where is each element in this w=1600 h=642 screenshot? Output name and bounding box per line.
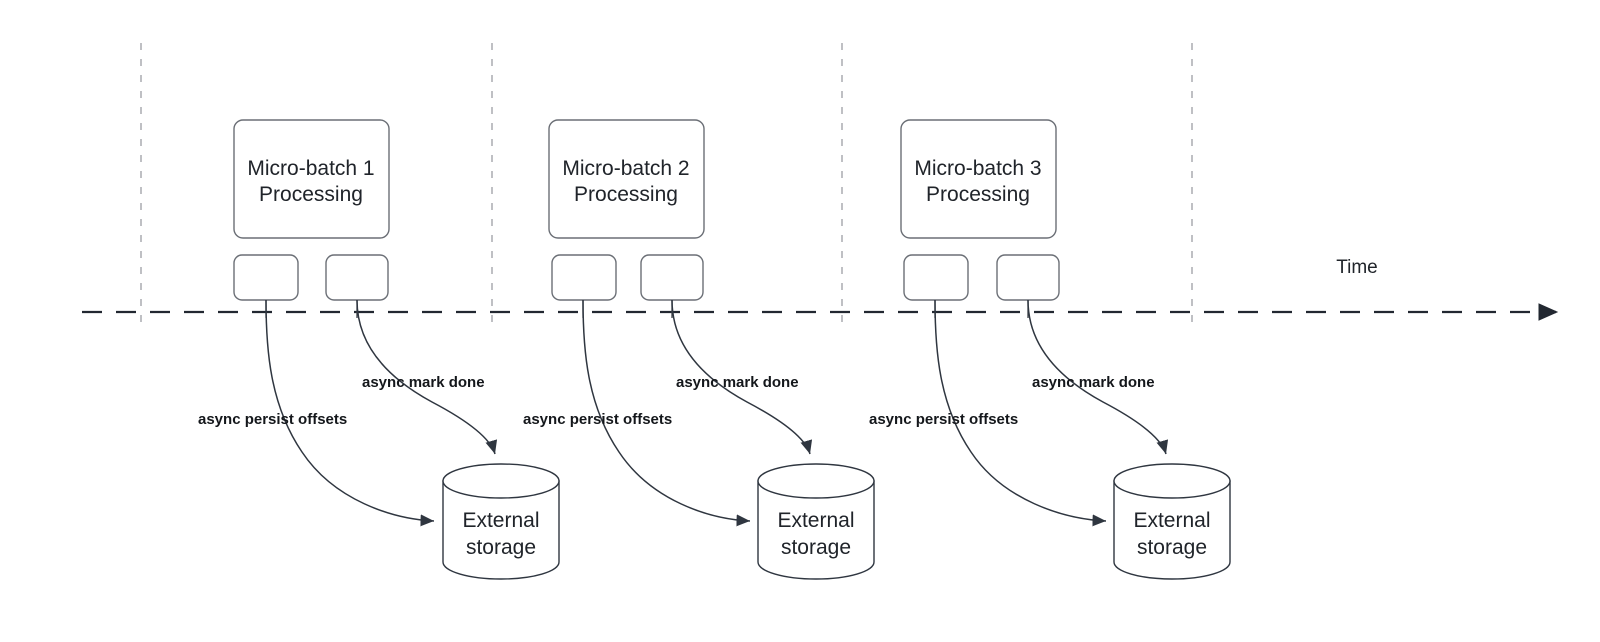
mark-done-curve-3 [1027,299,1169,455]
task-box-1-mark-done[interactable] [325,254,389,301]
micro-batch-box-1-label-line1: Micro-batch 1 [247,157,374,180]
cylinder-3-label-line2: storage [1137,536,1207,559]
persist-offsets-label-1: async persist offsets [198,411,347,428]
cylinder-1-body [442,480,560,580]
time-axis-label: Time [1336,257,1378,278]
task-box-2-mark-done[interactable] [640,254,704,301]
micro-batch-box-3-label-line2: Processing [926,183,1030,206]
micro-batch-group-1: Micro-batch 1 Processing async persist o… [198,119,560,580]
micro-batch-box-2-label-line1: Micro-batch 2 [562,157,689,180]
mark-done-curve-1 [356,299,498,455]
task-box-2-persist[interactable] [551,254,617,301]
cylinder-2-label-line2: storage [781,536,851,559]
cylinder-1-top [442,463,560,499]
persist-offsets-curve-1 [265,299,435,527]
cylinder-3-top [1113,463,1231,499]
micro-batch-box-1-label-line2: Processing [259,183,363,206]
cylinder-2-label-line1: External [777,509,854,532]
micro-batch-group-2: Micro-batch 2 Processing async persist o… [523,119,875,580]
time-axis: Time [82,257,1559,321]
micro-batch-group-3: Micro-batch 3 Processing async persist o… [869,119,1231,580]
external-storage-cylinder-2[interactable]: External storage [757,463,875,580]
cylinder-2-body [757,480,875,580]
persist-offsets-curve-2 [582,299,751,527]
mark-done-label-3: async mark done [1032,374,1155,391]
cylinder-3-body [1113,480,1231,580]
micro-batch-box-1[interactable] [233,119,390,239]
persist-offsets-curve-3 [934,299,1107,527]
persist-offsets-label-2: async persist offsets [523,411,672,428]
task-box-1-persist[interactable] [233,254,299,301]
cylinder-2-top [757,463,875,499]
cylinder-3-label-line1: External [1133,509,1210,532]
external-storage-cylinder-3[interactable]: External storage [1113,463,1231,580]
external-storage-cylinder-1[interactable]: External storage [442,463,560,580]
mark-done-curve-2 [671,299,813,455]
persist-offsets-label-3: async persist offsets [869,411,1018,428]
cylinder-1-label-line1: External [462,509,539,532]
micro-batch-box-2[interactable] [548,119,705,239]
cylinder-1-label-line2: storage [466,536,536,559]
micro-batch-box-2-label-line2: Processing [574,183,678,206]
task-box-3-persist[interactable] [903,254,969,301]
task-box-3-mark-done[interactable] [996,254,1060,301]
mark-done-label-1: async mark done [362,374,485,391]
micro-batch-box-3-label-line1: Micro-batch 3 [914,157,1041,180]
mark-done-label-2: async mark done [676,374,799,391]
micro-batch-box-3[interactable] [900,119,1057,239]
